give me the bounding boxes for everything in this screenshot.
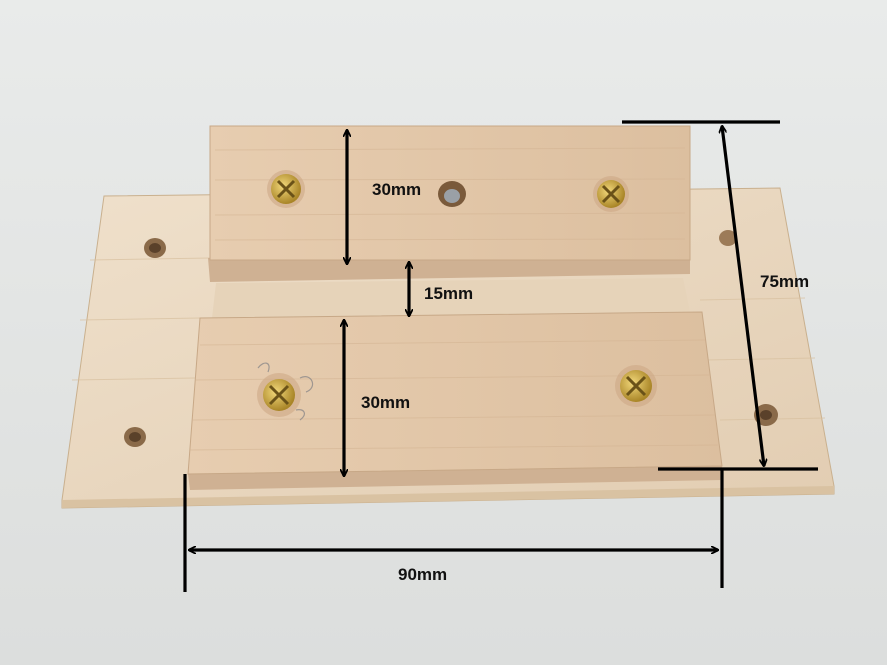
label-total-height: 75mm: [760, 272, 810, 291]
bottom-block: [187, 311, 723, 490]
screw: [593, 176, 629, 212]
screw: [267, 170, 305, 208]
screws: [257, 170, 657, 417]
label-bottom-block-height: 30mm: [361, 393, 411, 412]
label-width: 90mm: [398, 565, 448, 584]
label-gap: 15mm: [424, 284, 474, 303]
screw: [257, 373, 301, 417]
screw: [615, 365, 657, 407]
label-top-block-height: 30mm: [372, 180, 422, 199]
dimension-annotations: [183, 120, 818, 592]
dim-arrow-total-height: [722, 126, 764, 466]
